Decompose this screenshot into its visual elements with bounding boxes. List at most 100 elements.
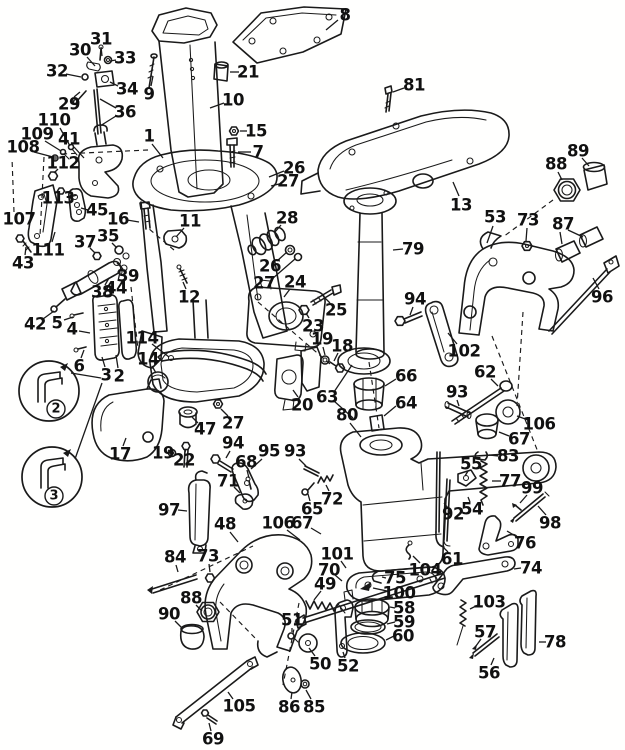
- detail-circle-2: [18, 360, 80, 422]
- part-53-clamp-bracket-starboard-art: [458, 231, 575, 336]
- callout-44: 44: [105, 279, 127, 298]
- callout-leader-33: [109, 59, 117, 62]
- part-21-plug-art: [213, 61, 229, 82]
- callout-leader-61: [441, 545, 449, 553]
- part-26-27-washers-art: [284, 244, 303, 262]
- callout-leader-99: [519, 494, 528, 504]
- callout-95: 95: [258, 442, 280, 461]
- callout-leader-65: [307, 493, 311, 502]
- callout-80: 80: [336, 406, 358, 425]
- callout-35: 35: [97, 227, 119, 246]
- callout-16: 16: [107, 210, 129, 229]
- construction-dashed-line: [130, 286, 140, 359]
- callout-leader-24: [283, 288, 291, 298]
- callout-112: 112: [47, 154, 80, 173]
- callout-97: 97: [158, 501, 180, 520]
- callout-leader-28: [274, 224, 282, 233]
- callout-leader-48: [229, 531, 239, 543]
- callout-113: 113: [42, 189, 75, 208]
- callout-leader-73: [525, 227, 528, 242]
- callout-leader-75: [381, 576, 387, 579]
- construction-dashed-line: [147, 227, 175, 251]
- construction-lines: [11, 149, 554, 686]
- callout-39: 39: [117, 267, 139, 286]
- callout-26: 26: [283, 159, 305, 178]
- callout-leader-60: [385, 635, 395, 641]
- callout-leader-36: [99, 115, 117, 127]
- callout-79: 79: [402, 240, 424, 259]
- callout-leader-69: [208, 722, 212, 732]
- callout-leader-27: [270, 183, 280, 187]
- callout-leader-106: [286, 529, 301, 541]
- callout-58: 58: [393, 599, 415, 618]
- callout-leader-42: [42, 310, 55, 320]
- callout-106: 106: [262, 514, 295, 533]
- part-24-mount-plate-art: [246, 279, 326, 352]
- callout-leader-47: [191, 416, 199, 424]
- part-88-nut-art: [553, 178, 581, 202]
- callout-leader-106: [516, 415, 529, 421]
- callout-leader-110: [59, 127, 71, 147]
- callout-18: 18: [331, 337, 353, 356]
- part-38-pivot-art: [61, 257, 128, 301]
- callout-111: 111: [32, 241, 65, 260]
- callout-leader-59: [386, 621, 396, 625]
- callout-30: 30: [69, 41, 91, 60]
- callout-88: 88: [545, 155, 567, 174]
- callout-88: 88: [180, 589, 202, 608]
- callout-leader-26: [268, 170, 285, 178]
- callout-leader-87: [559, 231, 563, 245]
- callout-leader-37: [89, 247, 96, 254]
- part-47-mount-art: [178, 406, 198, 429]
- part-43-bolt-art: [15, 234, 32, 253]
- callout-37: 37: [74, 233, 96, 252]
- callout-86: 86: [278, 698, 300, 717]
- callout-108: 108: [7, 138, 40, 157]
- callout-62: 62: [474, 363, 496, 382]
- callout-leader-100: [372, 587, 388, 592]
- callout-47: 47: [194, 420, 216, 439]
- part-8-plate-art: [232, 6, 347, 64]
- callout-leader-111: [51, 231, 56, 243]
- callout-20: 20: [291, 396, 313, 415]
- callout-leader-108: [33, 151, 54, 158]
- callout-23: 23: [302, 317, 324, 336]
- callout-105: 105: [223, 697, 256, 716]
- part-87-bushings-art: [554, 226, 604, 263]
- callout-leader-70: [334, 574, 343, 582]
- callout-85: 85: [303, 698, 325, 717]
- callout-25: 25: [325, 301, 347, 320]
- callout-93: 93: [284, 442, 306, 461]
- part-81-bolt-art: [384, 85, 393, 113]
- detail-badge-digit-3: 3: [49, 489, 58, 504]
- callout-leader-26: [276, 251, 288, 262]
- part-80-swivel-casting-art: [339, 427, 557, 602]
- construction-dashed-line: [257, 301, 331, 365]
- construction-dashed-line: [516, 311, 524, 407]
- callout-leader-112: [53, 168, 59, 174]
- callout-leader-58: [389, 606, 396, 609]
- callout-leader-32: [65, 73, 82, 78]
- callout-leader-20: [292, 389, 299, 398]
- callout-60: 60: [392, 627, 414, 646]
- callout-leader-88: [557, 171, 563, 181]
- callout-leader-88: [195, 604, 203, 612]
- callout-42: 42: [24, 315, 46, 334]
- callout-leader-22: [184, 448, 187, 453]
- detail-badge-ring-2: [46, 399, 66, 419]
- callout-leader-67: [498, 431, 510, 437]
- part-9-screw-art: [147, 53, 158, 89]
- callout-leader-98: [537, 505, 547, 516]
- callout-77: 77: [499, 472, 521, 491]
- callout-72: 72: [321, 490, 343, 509]
- callout-43: 43: [12, 254, 34, 273]
- part-103-56-springs-art: [456, 599, 500, 659]
- callout-leader-101: [340, 560, 347, 569]
- callout-5: 5: [52, 314, 63, 333]
- callout-22: 22: [173, 451, 195, 470]
- callout-leader-16: [126, 219, 140, 223]
- callout-leader-64: [383, 405, 397, 417]
- construction-dashed-line: [159, 545, 254, 591]
- callout-19: 19: [311, 330, 333, 349]
- callout-11: 11: [179, 212, 201, 231]
